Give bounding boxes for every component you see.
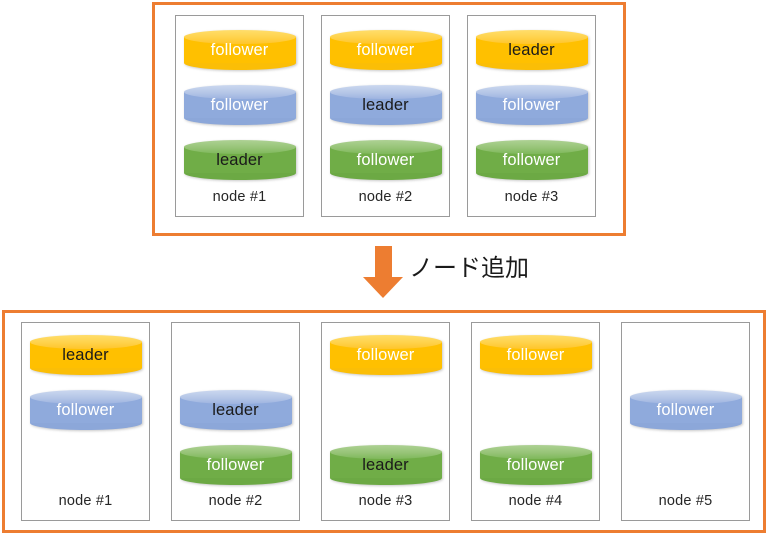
shard-slot: leader xyxy=(179,390,292,430)
node-box[interactable]: leader follower follower node #3 xyxy=(467,15,596,217)
node-box[interactable]: follower follower leader node #1 xyxy=(175,15,304,217)
node-label: node #2 xyxy=(208,493,263,509)
transition-label: ノード追加 xyxy=(409,254,529,282)
node-label: node #2 xyxy=(358,189,413,205)
node-label: node #1 xyxy=(212,189,267,205)
shard-cylinder-yellow: leader xyxy=(29,335,142,375)
arrow-shaft xyxy=(375,246,392,279)
cylinder-top xyxy=(29,390,142,404)
shard-slot: follower xyxy=(479,335,592,375)
shard-slot: follower xyxy=(329,335,442,375)
node-label: node #5 xyxy=(658,493,713,509)
shard-cylinder-blue: follower xyxy=(475,85,588,125)
arrow-head xyxy=(363,277,403,298)
shard-slot: follower xyxy=(475,140,588,180)
cylinder-top xyxy=(475,140,588,154)
shard-cylinder-green: follower xyxy=(179,445,292,485)
cylinder-top xyxy=(183,85,296,99)
shard-slot: follower xyxy=(183,85,296,125)
shard-slot: leader xyxy=(29,335,142,375)
shard-cylinder-green: leader xyxy=(183,140,296,180)
shard-cylinder-yellow: follower xyxy=(183,30,296,70)
shard-slot: follower xyxy=(475,85,588,125)
shard-slot: leader xyxy=(183,140,296,180)
node-box[interactable]: follower node #5 xyxy=(621,322,750,521)
shard-cylinder-green: follower xyxy=(329,140,442,180)
transition-group: ノード追加 xyxy=(355,244,585,306)
shard-slot: leader xyxy=(329,85,442,125)
node-box[interactable]: follower leader node #3 xyxy=(321,322,450,521)
arrow-down-icon xyxy=(363,246,403,298)
shard-cylinder-blue: leader xyxy=(179,390,292,430)
node-box[interactable]: leader follower node #2 xyxy=(171,322,300,521)
shard-cylinder-yellow: follower xyxy=(329,30,442,70)
node-label: node #1 xyxy=(58,493,113,509)
node-box[interactable]: follower leader follower node #2 xyxy=(321,15,450,217)
shard-slot: follower xyxy=(29,390,142,430)
node-box[interactable]: leader follower node #1 xyxy=(21,322,150,521)
shard-slot: leader xyxy=(329,445,442,485)
cylinder-top xyxy=(475,30,588,44)
cylinder-top xyxy=(329,85,442,99)
shard-cylinder-green: follower xyxy=(475,140,588,180)
shard-slot: follower xyxy=(329,30,442,70)
cylinder-top xyxy=(329,445,442,459)
shard-slot: follower xyxy=(183,30,296,70)
shard-cylinder-blue: leader xyxy=(329,85,442,125)
shard-cylinder-yellow: leader xyxy=(475,30,588,70)
shard-slot: follower xyxy=(329,140,442,180)
node-label: node #3 xyxy=(358,493,413,509)
cylinder-top xyxy=(479,335,592,349)
cylinder-top xyxy=(183,30,296,44)
shard-cylinder-green: leader xyxy=(329,445,442,485)
node-box[interactable]: follower follower node #4 xyxy=(471,322,600,521)
cylinder-top xyxy=(329,140,442,154)
cylinder-top xyxy=(183,140,296,154)
shard-cylinder-yellow: follower xyxy=(329,335,442,375)
cylinder-top xyxy=(629,390,742,404)
shard-slot: follower xyxy=(629,390,742,430)
cylinder-top xyxy=(479,445,592,459)
shard-cylinder-blue: follower xyxy=(29,390,142,430)
cylinder-top xyxy=(329,30,442,44)
shard-slot: follower xyxy=(179,445,292,485)
cylinder-top xyxy=(475,85,588,99)
node-label: node #3 xyxy=(504,189,559,205)
shard-cylinder-blue: follower xyxy=(629,390,742,430)
shard-cylinder-yellow: follower xyxy=(479,335,592,375)
cylinder-top xyxy=(29,335,142,349)
cylinder-top xyxy=(329,335,442,349)
cylinder-top xyxy=(179,445,292,459)
shard-slot: leader xyxy=(475,30,588,70)
shard-cylinder-blue: follower xyxy=(183,85,296,125)
node-label: node #4 xyxy=(508,493,563,509)
shard-cylinder-green: follower xyxy=(479,445,592,485)
cylinder-top xyxy=(179,390,292,404)
shard-slot: follower xyxy=(479,445,592,485)
